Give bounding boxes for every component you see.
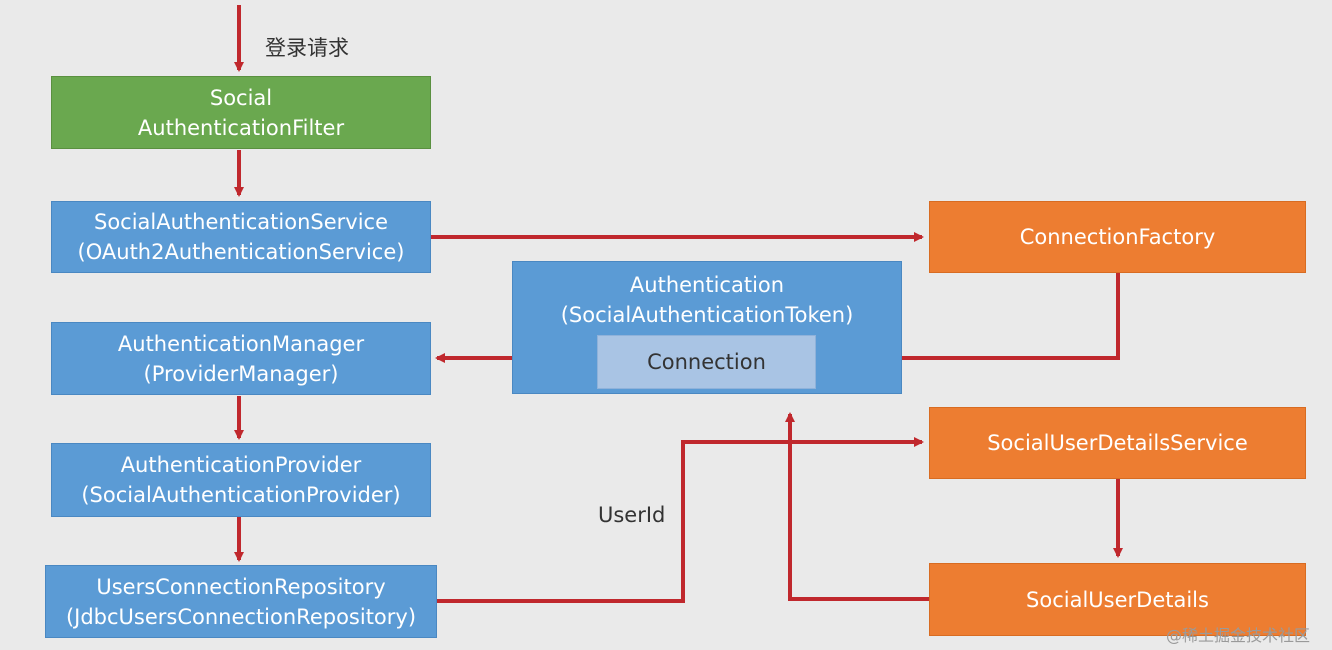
authentication-manager-node: AuthenticationManager (ProviderManager) <box>51 322 431 395</box>
node-title: SocialUserDetails <box>1026 587 1209 612</box>
node-subtitle: (JdbcUsersConnectionRepository) <box>65 604 417 629</box>
node-subtitle: (ProviderManager) <box>143 361 339 386</box>
social-user-details-service-node: SocialUserDetailsService <box>929 407 1306 479</box>
arrow-repository-to-user-details-service <box>437 437 924 603</box>
node-subtitle: (SocialAuthenticationToken) <box>560 303 854 327</box>
node-title: AuthenticationProvider <box>120 453 362 477</box>
node-title: Social <box>209 85 273 110</box>
node-title: AuthenticationManager <box>117 331 365 356</box>
node-subtitle: AuthenticationFilter <box>137 115 345 140</box>
node-subtitle: (SocialAuthenticationProvider) <box>81 483 401 507</box>
node-title: Authentication <box>629 273 785 297</box>
social-authentication-service-node: SocialAuthenticationService (OAuth2Authe… <box>51 201 431 273</box>
node-title: UsersConnectionRepository <box>96 574 386 599</box>
arrow-user-details-to-authentication <box>785 412 929 601</box>
login-request-label: 登录请求 <box>265 36 349 60</box>
node-title: SocialUserDetailsService <box>987 431 1248 455</box>
social-authentication-filter-node: Social AuthenticationFilter <box>51 76 431 149</box>
node-title: ConnectionFactory <box>1019 225 1216 249</box>
connection-inner-box: Connection <box>597 335 816 389</box>
authentication-provider-node: AuthenticationProvider (SocialAuthentica… <box>51 443 431 517</box>
arrow-connection-factory-to-authentication <box>902 273 1120 360</box>
users-connection-repository-node: UsersConnectionRepository (JdbcUsersConn… <box>45 565 437 638</box>
node-title: SocialAuthenticationService <box>93 210 389 234</box>
userid-edge-label: UserId <box>598 503 666 527</box>
watermark: @稀土掘金技术社区 <box>1166 626 1311 645</box>
node-subtitle: (OAuth2AuthenticationService) <box>77 240 405 264</box>
connection-factory-node: ConnectionFactory <box>929 201 1306 273</box>
social-user-details-node: SocialUserDetails <box>929 563 1306 636</box>
